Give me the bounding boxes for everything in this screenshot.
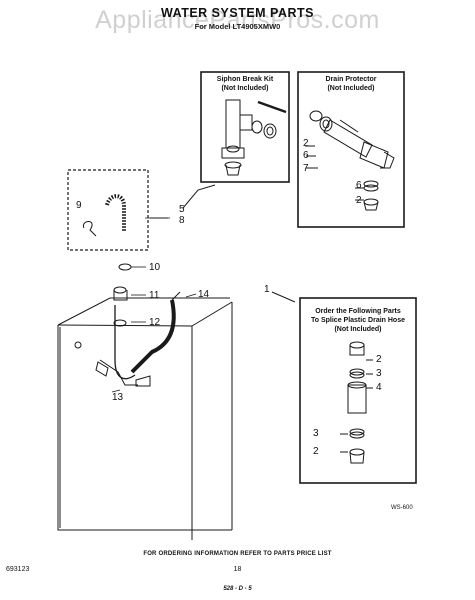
page-number: 18	[233, 566, 242, 573]
drain-protector-label: Drain Protector	[325, 76, 377, 83]
callout-11: 11	[149, 290, 160, 301]
callout-14: 14	[198, 289, 210, 300]
siphon-break-kit-label: Siphon Break Kit	[216, 76, 274, 83]
drain-protector-note: (Not Included)	[327, 85, 375, 92]
drain-protector-box	[297, 71, 405, 228]
ordering-note: FOR ORDERING INFORMATION REFER TO PARTS …	[143, 551, 332, 557]
splice-kit-label-2: To Splice Plastic Drain Hose	[310, 317, 405, 324]
siphon-break-parts	[221, 99, 287, 176]
drain-protector-parts	[305, 110, 395, 211]
page-title: WATER SYSTEM PARTS	[161, 6, 314, 20]
siphon-break-kit-title: Siphon Break Kit (Not Included)	[201, 75, 289, 93]
callout-leaders	[111, 217, 197, 393]
siphon-break-kit-box	[200, 71, 290, 183]
callout-1: 1	[264, 284, 270, 295]
splice-kit-label-1: Order the Following Parts	[315, 308, 401, 315]
callout-7: 7	[303, 163, 309, 174]
figure-code: WS-600	[391, 505, 413, 511]
splice-callout-2: 2	[376, 354, 382, 365]
callout-8: 8	[179, 215, 185, 226]
callout-6b: 6	[356, 180, 362, 191]
bottom-code: 528 - D - 5	[223, 586, 252, 592]
callout-13: 13	[112, 392, 124, 403]
drain-hose-kit-box	[67, 169, 149, 251]
washer-cabinet	[57, 297, 233, 540]
drain-protector-title: Drain Protector (Not Included)	[298, 75, 404, 93]
splice-callout-2b: 2	[313, 446, 319, 457]
callout-12: 12	[149, 317, 161, 328]
splice-callout-4: 4	[376, 382, 382, 393]
drain-hose-parts	[82, 194, 168, 237]
callout-2: 2	[303, 138, 309, 149]
splice-kit-box	[299, 297, 417, 484]
model-subtitle: For Model LT4905XMW0	[194, 22, 281, 31]
left-doc-code: 693123	[6, 566, 30, 573]
internal-hose	[95, 263, 181, 387]
kit-leader-line	[182, 184, 216, 209]
callout-10: 10	[149, 262, 161, 273]
splice-callout-3b: 3	[313, 428, 319, 439]
splice-parts	[340, 341, 373, 464]
siphon-break-kit-note: (Not Included)	[221, 85, 269, 92]
callout-2b: 2	[356, 195, 362, 206]
callout-6: 6	[303, 150, 309, 161]
splice-kit-title: Order the Following Parts To Splice Plas…	[300, 307, 416, 334]
callout-9: 9	[76, 200, 82, 211]
splice-leader-line	[271, 291, 296, 303]
splice-callout-3: 3	[376, 368, 382, 379]
splice-kit-note: (Not Included)	[334, 326, 382, 333]
callout-5: 5	[179, 204, 185, 215]
